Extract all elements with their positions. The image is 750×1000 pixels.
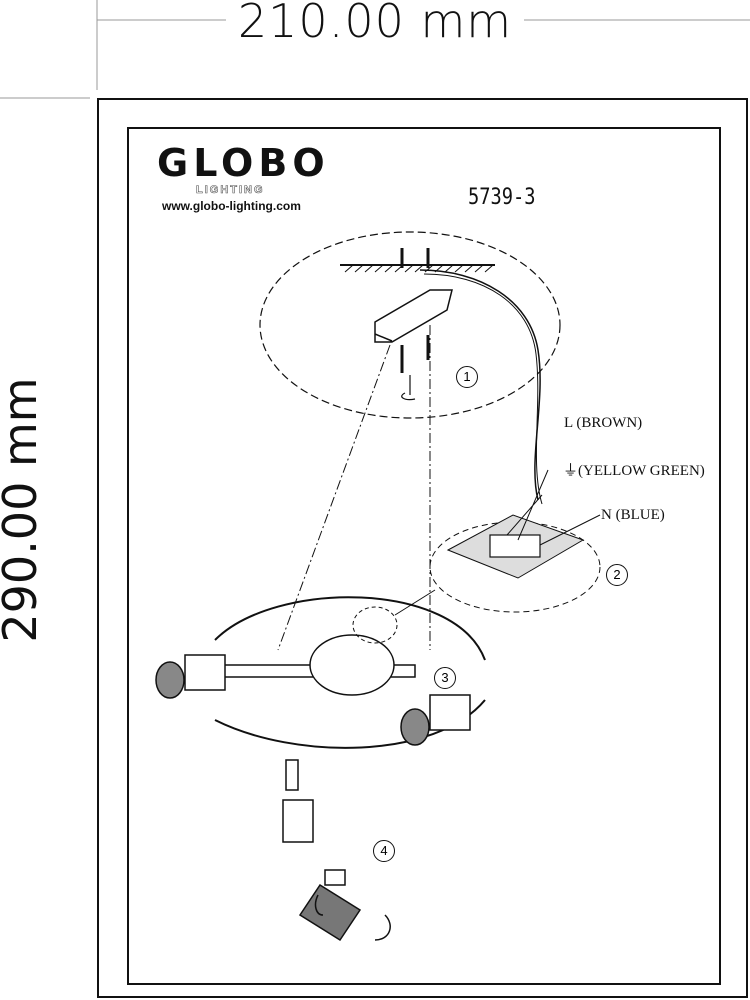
- terminal-block: [489, 534, 541, 558]
- wire-label-live: L (BROWN): [564, 415, 643, 431]
- brand-sub: LIGHTING: [196, 184, 265, 197]
- width-label: 210.00 mm: [225, 0, 525, 48]
- step-1-marker: 1: [456, 366, 478, 388]
- model-number: 5739-3: [468, 185, 536, 210]
- step-3-marker: 3: [434, 667, 456, 689]
- earth-icon: ⏚: [563, 463, 579, 479]
- page-border: [97, 98, 748, 998]
- supply-cable-2: [423, 273, 543, 505]
- spotlight-right: [400, 694, 471, 746]
- wire-label-earth: ⏚(YELLOW GREEN): [563, 462, 705, 480]
- wire-label-neutral: N (BLUE): [601, 507, 665, 523]
- spotlight-left: [155, 654, 226, 699]
- spotlight-bottom: [282, 759, 314, 843]
- brand-logo: GLOBO: [157, 141, 330, 185]
- screw-icon: [400, 248, 430, 373]
- drawing-frame: [127, 127, 721, 985]
- mounting-bracket: [374, 289, 453, 343]
- supply-cable: [419, 269, 541, 501]
- guide-lines: [277, 325, 431, 651]
- rotate-arrow-icon: [401, 375, 416, 401]
- label-leader-lines: [506, 469, 601, 546]
- detail-arrow: [394, 589, 436, 616]
- step-4-marker: 4: [373, 840, 395, 862]
- ceiling-hatch: [340, 264, 495, 273]
- rotate-arrow-icon: [314, 894, 391, 941]
- gu10-bulb: [298, 869, 391, 942]
- canopy-detail-circle: [352, 606, 398, 644]
- width-dimension: 210.00 mm: [0, 0, 750, 48]
- brand-url: www.globo-lighting.com: [162, 199, 301, 213]
- ceiling-detail-ellipse: [259, 231, 561, 419]
- earth-text: (YELLOW GREEN): [578, 463, 705, 479]
- canopy: [309, 634, 395, 696]
- step-2-marker: 2: [606, 564, 628, 586]
